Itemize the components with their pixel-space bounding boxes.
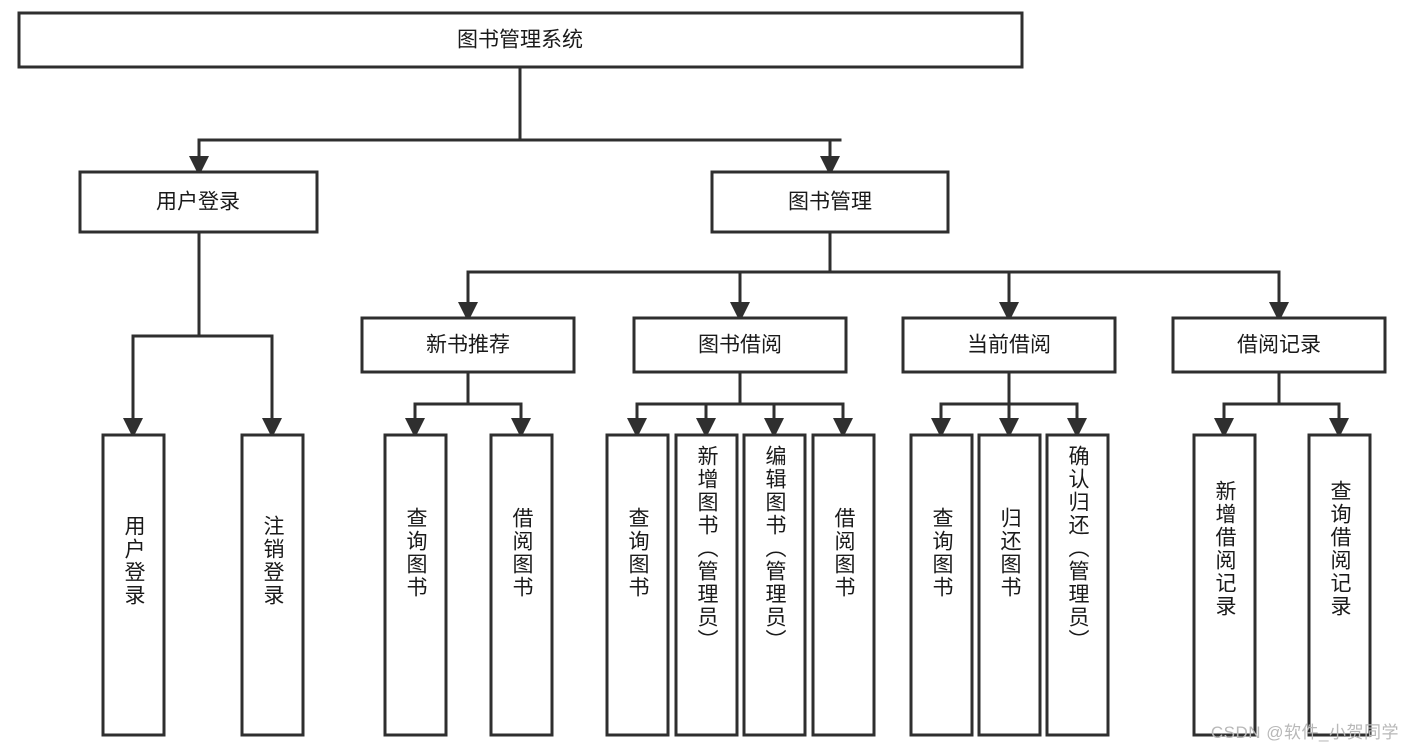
node-new-book-recommend-label: 新书推荐: [426, 334, 510, 357]
arrowhead-book-mgmt: [820, 156, 840, 176]
arrowhead-leaf-3: [405, 418, 425, 438]
node-book-management[interactable]: 图书管理: [710, 170, 950, 234]
node-book-borrow[interactable]: 图书借阅: [632, 316, 848, 374]
arrowhead-current-borrow: [999, 302, 1019, 322]
arrowhead-leaf-7: [764, 418, 784, 438]
node-new-book-recommend[interactable]: 新书推荐: [360, 316, 576, 374]
leaf-box-7[interactable]: [742, 433, 807, 737]
node-borrow-record-box[interactable]: [1171, 316, 1387, 374]
leaf-box-12[interactable]: [1192, 433, 1257, 737]
connector-layer: [123, 65, 1349, 438]
leaf-box-1[interactable]: [101, 433, 166, 737]
arrowhead-leaf-10: [999, 418, 1019, 438]
arrowhead-leaf-1: [123, 418, 143, 438]
leaf-box-5[interactable]: [605, 433, 670, 737]
watermark: CSDN @软件_小贺同学: [1210, 723, 1399, 742]
arrowhead-user-login: [189, 156, 209, 176]
leaf-box-11[interactable]: [1045, 433, 1110, 737]
node-root-label: 图书管理系统: [457, 29, 583, 52]
leaf-box-3[interactable]: [383, 433, 448, 737]
node-borrow-record-label: 借阅记录: [1237, 334, 1321, 357]
leaf-box-8[interactable]: [811, 433, 876, 737]
arrowhead-leaf-4: [511, 418, 531, 438]
node-user-login-label: 用户登录: [156, 191, 240, 214]
node-current-borrow[interactable]: 当前借阅: [901, 316, 1117, 374]
arrowhead-leaf-13: [1329, 418, 1349, 438]
node-current-borrow-box[interactable]: [901, 316, 1117, 374]
arrowhead-leaf-12: [1214, 418, 1234, 438]
arrowhead-new-book-rec: [458, 302, 478, 322]
arrowhead-leaf-6: [696, 418, 716, 438]
node-root-box[interactable]: [17, 11, 1024, 69]
node-current-borrow-label: 当前借阅: [967, 334, 1051, 357]
node-new-book-recommend-box[interactable]: [360, 316, 576, 374]
arrowhead-leaf-5: [627, 418, 647, 438]
leaf-box-2[interactable]: [240, 433, 305, 737]
node-borrow-record[interactable]: 借阅记录: [1171, 316, 1387, 374]
leaf-box-layer: [101, 433, 1372, 737]
arrowhead-leaf-9: [931, 418, 951, 438]
leaf-box-10[interactable]: [977, 433, 1042, 737]
node-user-login-box[interactable]: [78, 170, 319, 234]
node-root[interactable]: 图书管理系统: [17, 11, 1024, 69]
arrowhead-leaf-2: [262, 418, 282, 438]
arrowhead-borrow-record: [1269, 302, 1289, 322]
leaf-box-6[interactable]: [674, 433, 739, 737]
node-user-login[interactable]: 用户登录: [78, 170, 319, 234]
node-book-management-box[interactable]: [710, 170, 950, 234]
arrowhead-leaf-11: [1067, 418, 1087, 438]
node-book-management-label: 图书管理: [788, 191, 872, 214]
arrowhead-leaf-8: [833, 418, 853, 438]
node-book-borrow-label: 图书借阅: [698, 334, 782, 357]
leaf-box-9[interactable]: [909, 433, 974, 737]
arrowhead-book-borrow: [730, 302, 750, 322]
node-book-borrow-box[interactable]: [632, 316, 848, 374]
leaf-box-13[interactable]: [1307, 433, 1372, 737]
leaf-box-4[interactable]: [489, 433, 554, 737]
